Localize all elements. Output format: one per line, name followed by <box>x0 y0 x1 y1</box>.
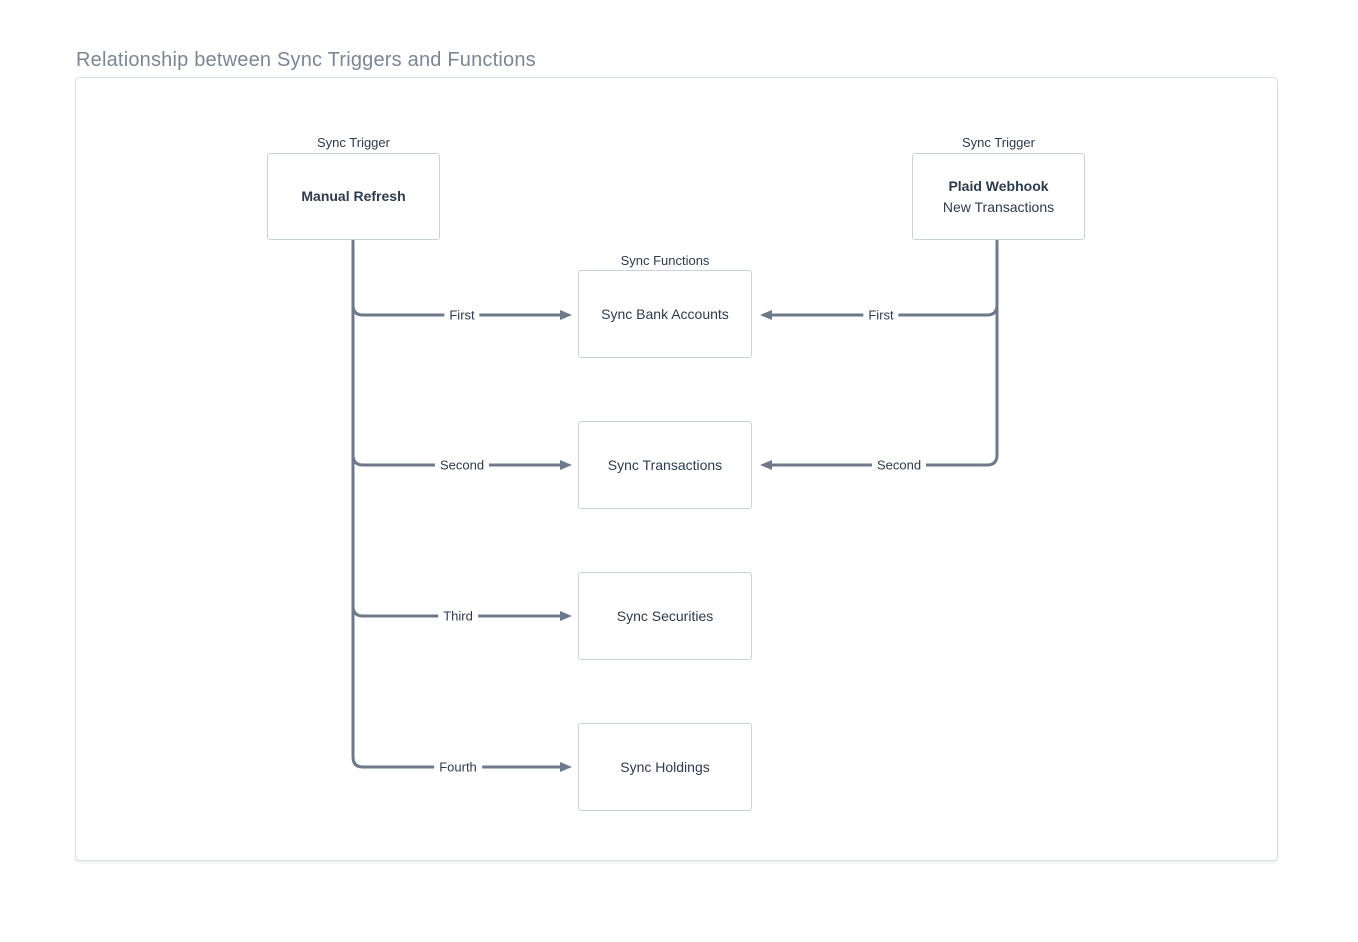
edge-label-webhook-first: First <box>863 306 899 324</box>
edge-label-manual-second: Second <box>434 456 490 474</box>
diagram-title: Relationship between Sync Triggers and F… <box>76 49 536 71</box>
node-manual-refresh: Manual Refresh <box>267 153 440 240</box>
edge-label-webhook-second: Second <box>871 456 927 474</box>
node-plaid-webhook-subtitle: New Transactions <box>942 198 1055 215</box>
node-sync-bank-accounts-label: Sync Bank Accounts <box>601 305 729 322</box>
node-sync-holdings-label: Sync Holdings <box>620 758 710 775</box>
node-sync-securities: Sync Securities <box>578 572 752 660</box>
sync-trigger-label-left: Sync Trigger <box>317 135 390 150</box>
node-sync-holdings: Sync Holdings <box>578 723 752 811</box>
sync-functions-label: Sync Functions <box>620 253 710 268</box>
edge-label-manual-first: First <box>444 306 480 324</box>
node-sync-transactions: Sync Transactions <box>578 421 752 509</box>
edge-label-manual-fourth: Fourth <box>434 758 482 776</box>
node-manual-refresh-title: Manual Refresh <box>301 188 406 204</box>
node-plaid-webhook-title: Plaid Webhook <box>948 177 1049 194</box>
node-sync-transactions-label: Sync Transactions <box>607 456 723 473</box>
node-sync-securities-label: Sync Securities <box>616 607 714 624</box>
node-plaid-webhook: Plaid Webhook New Transactions <box>912 153 1085 240</box>
node-sync-bank-accounts: Sync Bank Accounts <box>578 270 752 358</box>
edge-label-manual-third: Third <box>438 607 478 625</box>
sync-trigger-label-right: Sync Trigger <box>962 135 1035 150</box>
